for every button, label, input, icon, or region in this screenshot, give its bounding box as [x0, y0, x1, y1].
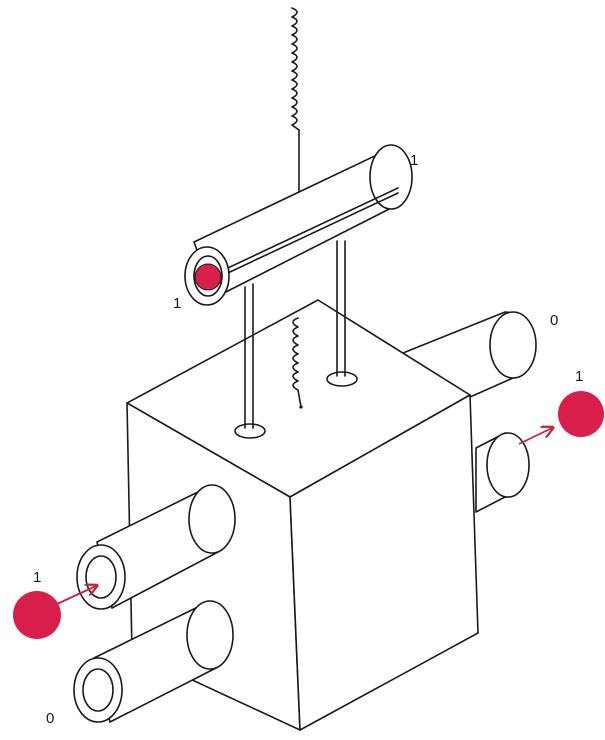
label-output-active: 1 — [575, 368, 584, 385]
label-input-active: 1 — [33, 569, 42, 586]
rod-hole-left — [234, 423, 266, 439]
output-arrow — [518, 428, 552, 445]
label-output-top: 0 — [550, 312, 559, 329]
label-core-upper: 1 — [410, 152, 419, 169]
support-rods — [244, 240, 346, 429]
label-core-lower: 1 — [173, 295, 182, 312]
output-marble — [558, 391, 604, 437]
cube-right-face — [289, 394, 479, 731]
input-tube-top — [76, 484, 236, 610]
output-tube-bottom — [475, 432, 530, 513]
upper-coil — [291, 7, 300, 131]
core-marble — [194, 263, 222, 291]
input-marble — [13, 591, 61, 639]
lower-coil — [292, 317, 302, 408]
input-tube-bottom — [73, 600, 234, 723]
input-arrow — [56, 586, 96, 605]
label-input-bottom: 0 — [46, 710, 55, 727]
rod-hole-right — [326, 371, 358, 387]
magnetic-core-cylinder — [184, 144, 413, 306]
